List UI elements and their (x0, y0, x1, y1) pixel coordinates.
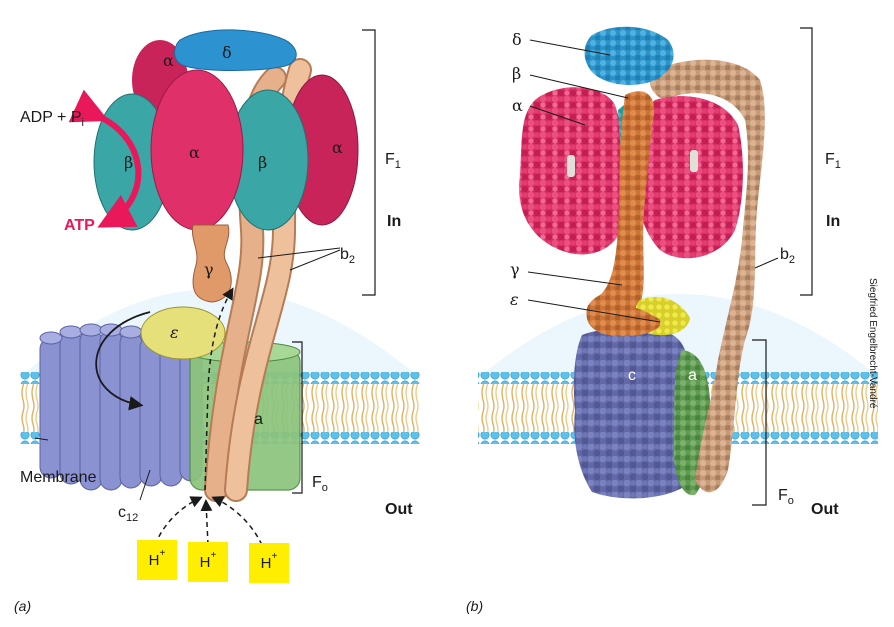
f1-bracket-a (362, 29, 376, 296)
proton-center-main: H (199, 553, 211, 571)
proton-box-right: H+ (249, 543, 289, 583)
adp-pi-label: ADP + Pi (20, 109, 84, 129)
alpha-label-top: α (163, 51, 174, 70)
b2-label-b: b2 (780, 246, 796, 266)
out-label-a: Out (385, 501, 413, 518)
b2-a-sub: 2 (348, 254, 356, 266)
panel-a-leaders (34, 247, 341, 501)
adp-pi-main: ADP + P (20, 109, 82, 126)
b2-b-sub: 2 (788, 254, 796, 266)
proton-center-sup: + (210, 549, 217, 561)
alpha-label-center: α (189, 143, 200, 162)
f1-a-sub: 1 (394, 159, 401, 171)
c12-label: c12 (118, 504, 139, 524)
in-label-a: In (387, 213, 402, 230)
f1-label-b: F1 (825, 151, 841, 171)
panel-b-molecular-model (519, 26, 765, 499)
panel-a-label: (a) (14, 598, 32, 614)
fo-b-main: F (778, 487, 788, 504)
f1-b-sub: 1 (834, 159, 841, 171)
gamma-label-b: γ (510, 260, 520, 279)
adp-pi-sub: i (81, 117, 84, 129)
membrane-label: Membrane (20, 469, 97, 486)
rotation-arrow (95, 311, 151, 411)
panel-a-epsilon (140, 306, 226, 360)
f1-label-a: F1 (385, 151, 401, 171)
a-label-b: a (688, 367, 697, 384)
beta-label-left: β (124, 153, 134, 172)
proton-box-center: H+ (188, 542, 228, 582)
proton-left-main: H (148, 551, 160, 569)
delta-label-b: δ (512, 30, 522, 49)
panel-b-leaders (527, 39, 779, 323)
atp-label: ATP (64, 217, 95, 234)
reaction-arrow (68, 89, 142, 228)
in-label-b: In (826, 213, 841, 230)
c12-main: c (118, 504, 126, 521)
proton-path (154, 287, 263, 546)
panel-a-f1-head (93, 29, 359, 303)
f1-a-main: F (385, 151, 395, 168)
proton-right-sup: + (271, 550, 278, 562)
fo-bracket-a (292, 341, 303, 494)
alpha-label-right: α (332, 138, 343, 157)
epsilon-label: ε (170, 323, 179, 342)
f1-bracket-b (800, 27, 813, 296)
proton-left-sup: + (159, 547, 166, 559)
beta-label-b: β (512, 64, 522, 83)
fo-bracket-b (752, 339, 767, 506)
b2-b-main: b (780, 246, 789, 263)
fo-b-sub: o (787, 495, 794, 507)
panel-b-label: (b) (466, 598, 484, 614)
fo-a-sub: o (321, 482, 328, 494)
epsilon-label-b: ε (510, 290, 519, 309)
proton-right-main: H (260, 554, 272, 572)
b2-a-main: b (340, 246, 349, 263)
a-subunit-label: a (254, 411, 263, 428)
out-label-b: Out (811, 501, 839, 518)
fo-label-b: Fo (778, 487, 794, 507)
gamma-label: γ (204, 260, 214, 279)
image-credit: Siegfried Engelbrecht-Vandré (867, 278, 878, 409)
beta-label-right: β (258, 153, 268, 172)
c-label-b: c (628, 367, 636, 384)
alpha-label-b: α (512, 96, 523, 115)
delta-label: δ (222, 43, 232, 62)
proton-box-left: H+ (137, 540, 177, 580)
fo-a-main: F (312, 474, 322, 491)
b2-label-a: b2 (340, 246, 356, 266)
f1-b-main: F (825, 151, 835, 168)
fo-label-a: Fo (312, 474, 328, 494)
c12-sub: 12 (126, 512, 139, 524)
